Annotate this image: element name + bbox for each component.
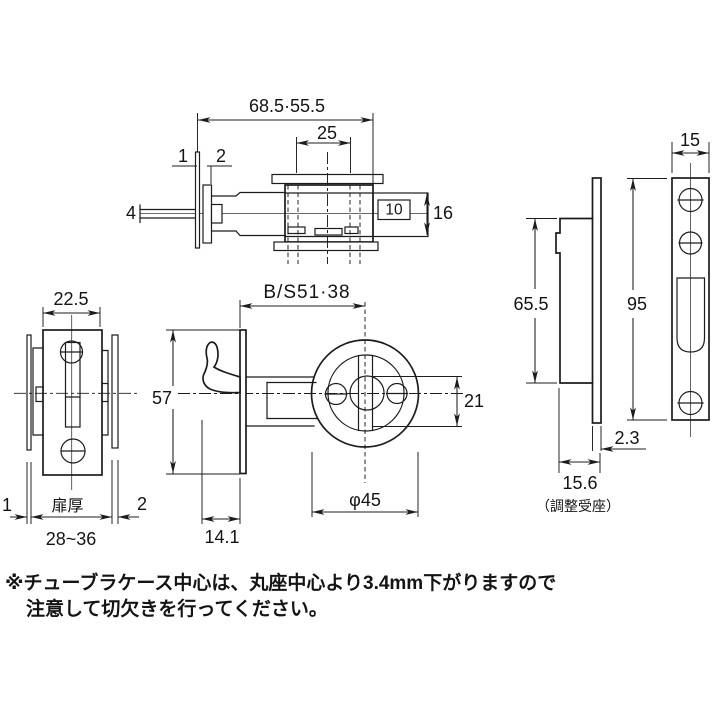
dim-plate-width-label: 15	[680, 130, 700, 150]
case-tab	[314, 227, 343, 236]
dim-plate-height-label: 95	[627, 294, 647, 314]
top-label-1: 1	[178, 146, 188, 166]
dim-body-depth-label: 15.6	[562, 473, 597, 493]
dim-bolt-height-label: 21	[464, 391, 484, 411]
receiver-faceplate	[671, 177, 710, 421]
case-front	[42, 329, 103, 476]
bolt-width-box	[377, 199, 411, 221]
latch-front-view: B/S51·38 57 21 φ45 14.1	[152, 282, 484, 547]
hook-bolt	[202, 341, 241, 394]
receiver-faceplate-view: 15 95	[627, 130, 710, 437]
case-tab	[287, 226, 306, 235]
dim-bolt-width-label: 10	[385, 202, 403, 219]
door-edge-view: 22.5 扉厚 1 2 28~36	[2, 289, 147, 549]
door-thickness-label: 扉厚	[51, 497, 83, 515]
spindle-hub	[210, 203, 223, 224]
dim-case-width-label: 22.5	[53, 289, 88, 309]
receiver-body	[555, 217, 594, 384]
latch-front-top	[210, 191, 286, 197]
edge-label-2: 2	[137, 494, 147, 514]
dim-hook-depth-label: 14.1	[204, 527, 239, 547]
door-thickness-range-label: 28~36	[46, 529, 97, 549]
latch-front-bottom	[210, 230, 286, 237]
note-line-1: ※チューブラケース中心は、丸座中心より3.4mm下がりますので	[5, 571, 556, 594]
note-line-2: 注意して切欠きを行ってください。	[26, 597, 328, 620]
trim-plate-left	[26, 334, 32, 451]
dim-overall-label: 68.5·55.5	[249, 96, 325, 116]
spindle-hub-circle	[349, 375, 385, 411]
footnote: ※チューブラケース中心は、丸座中心より3.4mm下がりますので 注意して切欠きを…	[5, 571, 556, 620]
bracket-right	[101, 349, 109, 436]
top-plan-view: 68.5·55.5 25 1 2 4 10 16	[126, 96, 453, 264]
dim-screw-pitch-label: 25	[317, 123, 337, 143]
bottom-flange	[273, 241, 379, 252]
receiver-plate-edge	[591, 177, 602, 424]
dim-case-length-label: 57	[152, 388, 172, 408]
dim-plate-thickness-label: 2.3	[614, 428, 639, 448]
receiver-caption: （調整受座）	[536, 498, 620, 514]
edge-label-1: 1	[2, 495, 12, 515]
dim-backset-label: B/S51·38	[263, 282, 350, 303]
hub-right	[101, 382, 109, 403]
dim-body-height-label: 65.5	[513, 294, 548, 314]
crank-slot	[64, 341, 81, 428]
spindle-rod	[139, 204, 197, 224]
rose-plate-right	[111, 334, 119, 449]
case-tab	[344, 226, 359, 235]
strike-slot	[676, 277, 706, 353]
top-label-2: 2	[216, 146, 226, 166]
faceplate-edge	[239, 329, 247, 475]
hub-left	[35, 386, 44, 403]
top-label-4: 4	[126, 203, 136, 223]
dim-rose-dia-label: φ45	[349, 490, 381, 510]
bracket-left	[32, 347, 44, 436]
receiver-side-view: 65.5 2.3 15.6 （調整受座）	[513, 177, 646, 514]
rose-plate-edge	[202, 184, 213, 244]
dim-case-height-label: 16	[433, 203, 453, 223]
rose-outer	[310, 339, 420, 448]
